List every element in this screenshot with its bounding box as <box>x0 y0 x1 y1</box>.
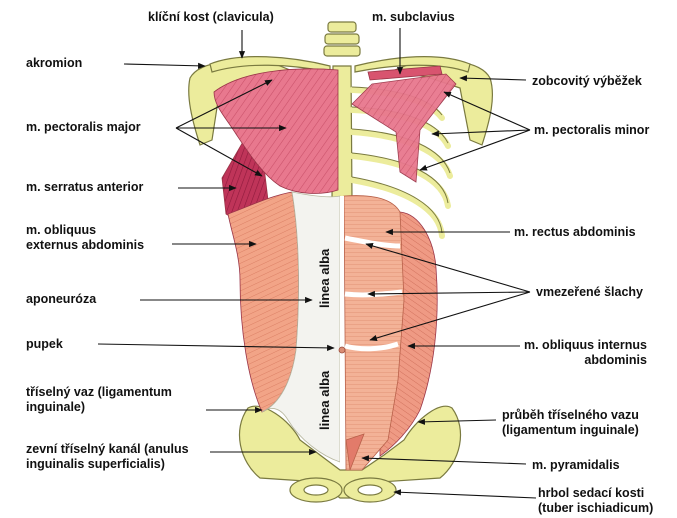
label-prubeh-triselneho-vazu-line2: (ligamentum inguinale) <box>502 423 639 438</box>
label-hrbol-sedaci-kosti-line1: hrbol sedací kosti <box>538 486 653 501</box>
label-obliquus-internus-line1: m. obliquus internus <box>524 338 647 353</box>
label-zobcovity-vybezek: zobcovitý výběžek <box>532 74 642 89</box>
label-obliquus-internus-line2: abdominis <box>524 353 647 368</box>
label-triselny-vaz-line1: tříselný vaz (ligamentum <box>26 385 172 400</box>
label-triselny-vaz: tříselný vaz (ligamentum inguinale) <box>26 385 172 415</box>
label-prubeh-triselneho-vazu: průběh tříselného vazu (ligamentum ingui… <box>502 408 639 438</box>
label-obliquus-externus-line1: m. obliquus <box>26 223 144 238</box>
label-obliquus-externus-line2: externus abdominis <box>26 238 144 253</box>
linea-alba-top-label: linea alba <box>317 248 332 308</box>
label-pupek: pupek <box>26 337 63 352</box>
label-hrbol-sedaci-kosti-line2: (tuber ischiadicum) <box>538 501 653 516</box>
label-serratus-anterior: m. serratus anterior <box>26 180 143 195</box>
label-obliquus-externus: m. obliquus externus abdominis <box>26 223 144 253</box>
label-rectus-abdominis: m. rectus abdominis <box>514 225 636 240</box>
label-zevni-triselny-kanal-line2: inguinalis superficialis) <box>26 457 189 472</box>
label-pectoralis-minor: m. pectoralis minor <box>534 123 649 138</box>
label-pyramidalis: m. pyramidalis <box>532 458 620 473</box>
label-zevni-triselny-kanal-line1: zevní tříselný kanál (anulus <box>26 442 189 457</box>
label-obliquus-internus: m. obliquus internus abdominis <box>524 338 647 368</box>
label-klicni-kost: klíční kost (clavicula) <box>148 10 274 25</box>
label-vmezerene-slachy: vmezeřené šlachy <box>536 285 643 300</box>
label-triselny-vaz-line2: inguinale) <box>26 400 172 415</box>
label-aponeuroza: aponeuróza <box>26 292 96 307</box>
label-akromion: akromion <box>26 56 82 71</box>
label-hrbol-sedaci-kosti: hrbol sedací kosti (tuber ischiadicum) <box>538 486 653 516</box>
label-pectoralis-major: m. pectoralis major <box>26 120 141 135</box>
label-subclavius: m. subclavius <box>372 10 455 25</box>
label-prubeh-triselneho-vazu-line1: průběh tříselného vazu <box>502 408 639 423</box>
label-zevni-triselny-kanal: zevní tříselný kanál (anulus inguinalis … <box>26 442 189 472</box>
linea-alba-bottom-label: linea alba <box>317 370 332 430</box>
navel <box>339 347 345 353</box>
